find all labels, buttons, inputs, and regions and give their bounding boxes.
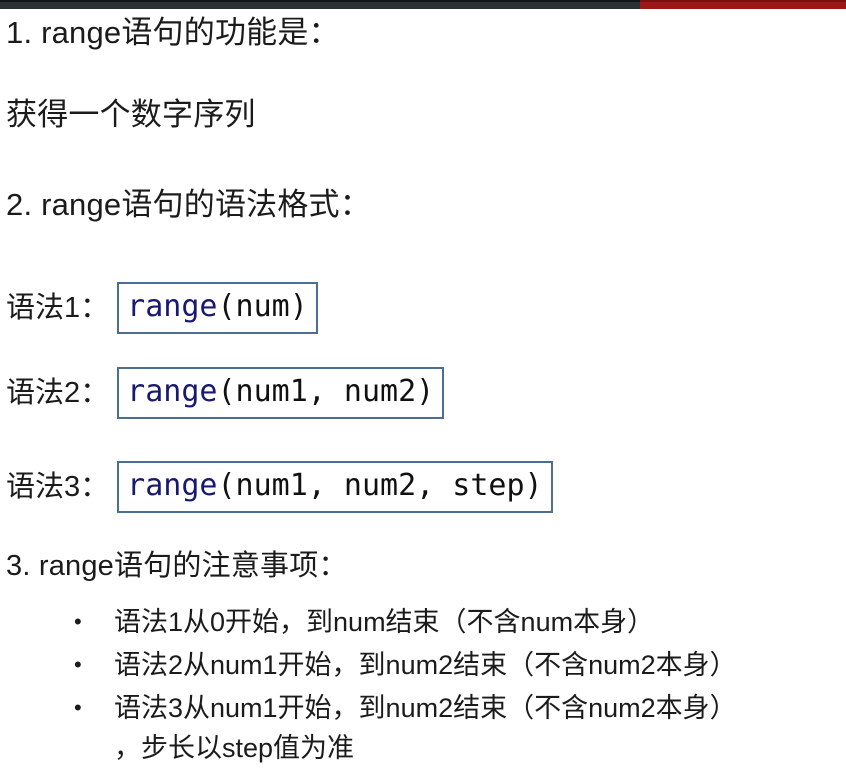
top-decorative-rule [0,0,846,9]
top-rule-red-segment [640,0,846,9]
syntax-row-2: 语法2： range(num1, num2) [6,367,445,419]
code-text-1: range(num) [127,288,308,326]
syntax-label-2: 语法2： [6,377,110,409]
bullet-dot-icon: • [74,695,82,720]
bullet-dot-icon: • [74,652,82,677]
list-item-label: 语法2从num1开始，到num2结束（不含num2本身） [114,650,737,680]
code-args-1: (num) [217,289,308,324]
syntax-row-3: 语法3： range(num1, num2, step) [6,461,553,513]
list-item-label: 语法3从num1开始，到num2结束（不含num2本身） ，步长以step值为准 [114,693,737,763]
code-box-3: range(num1, num2, step) [117,461,553,513]
syntax-row-1: 语法1： range(num) [6,282,318,334]
section-3-heading: 3. range语句的注意事项： [6,550,348,582]
code-box-1: range(num) [117,282,318,334]
code-keyword-1: range [127,289,218,324]
code-keyword-2: range [127,374,218,409]
list-item: • 语法3从num1开始，到num2结束（不含num2本身） ，步长以step值… [74,688,844,768]
list-item: • 语法2从num1开始，到num2结束（不含num2本身） [74,645,844,685]
code-args-3: (num1, num2, step) [217,468,543,503]
code-box-2: range(num1, num2) [117,367,445,419]
code-args-2: (num1, num2) [217,374,435,409]
section-1-heading: 1. range语句的功能是： [6,15,340,50]
syntax-label-1: 语法1： [6,292,110,324]
code-keyword-3: range [127,468,218,503]
section-1-body-text: 获得一个数字序列 [6,97,256,132]
list-item: • 语法1从0开始，到num结束（不含num本身） [74,602,844,642]
bullet-dot-icon: • [74,609,82,634]
code-text-3: range(num1, num2, step) [127,467,542,505]
top-rule-dark-segment [0,0,640,9]
code-text-2: range(num1, num2) [127,373,434,411]
syntax-label-3: 语法3： [6,471,110,503]
section-2-heading: 2. range语句的语法格式： [6,187,371,222]
list-item-label: 语法1从0开始，到num结束（不含num本身） [114,607,655,637]
